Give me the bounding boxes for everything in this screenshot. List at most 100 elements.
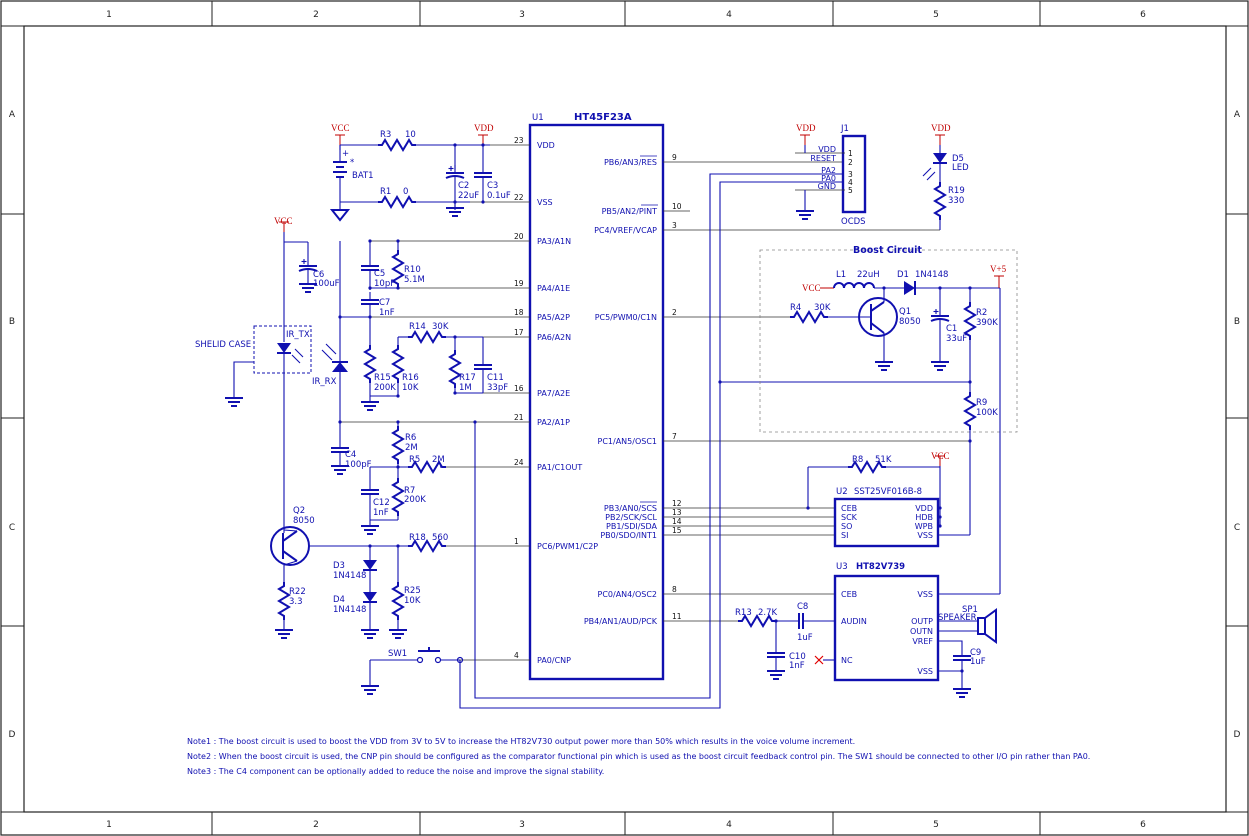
c5-value: 10pF [374,279,395,289]
c8-value: 1uF [797,633,813,643]
u1-pin-name: PA5/A2P [537,313,570,322]
vcc-label-ir: VCC [274,216,293,226]
svg-text:*: * [350,158,354,168]
r6-ref: R6 [405,433,416,443]
row-a-label: A [9,110,16,120]
u1-pin-number: 4 [514,651,519,660]
u1-pin-number: 16 [514,384,524,393]
r1-ref: R1 [380,187,391,197]
r19-ref: R19 [948,186,965,196]
svg-text:+: + [342,149,349,159]
u1-pin-number: 22 [514,193,524,202]
c5-ref: C5 [374,269,385,279]
col-6-label: 6 [1140,10,1146,20]
ir-rx-label: IR_RX [312,377,337,387]
ir-tx-label: IR_TX [286,330,310,340]
u1-pin-name: PC5/PWM0/C1N [595,313,657,322]
note-1: Note1 : The boost circuit is used to boo… [187,737,855,746]
l1-ref: L1 [836,270,846,280]
u2-right-pin: HDB [915,513,933,522]
row-c-label: C [9,523,15,533]
c10-ref: C10 [789,652,806,662]
col-5-label: 5 [933,10,939,20]
r1-value: 0 [403,187,408,197]
note-2: Note2 : When the boost circuit is used, … [187,752,1090,761]
d3-ref: D3 [333,561,345,571]
vdd-label: VDD [474,123,494,133]
d4-value: 1N4148 [333,605,366,615]
row-d-label-right: D [1234,730,1241,740]
r7-value: 200K [404,495,426,505]
u1-pin-name: PC0/AN4/OSC2 [598,590,658,599]
u1-pin-number: 3 [672,221,677,230]
u1-pin-name: PB2/SCK/SCL [605,513,657,522]
r4-ref: R4 [790,303,801,313]
u3-left-pin: NC [841,656,853,665]
r3-value: 10 [405,130,416,140]
u3-right-pin: VREF [912,637,933,646]
power-section: VCC VDD R3 10 + * BAT1 R1 0 C2 22uF [329,123,511,222]
c8-ref: C8 [797,602,808,612]
r6-value: 2M [405,443,418,453]
j1-pin-number: 1 [848,149,853,158]
u1-microcontroller[interactable]: U1 HT45F23A VDD23VSS22PA3/A1N20PA4/A1E19… [340,112,970,681]
d5-ref: D5 [952,154,964,164]
ir-section: VCC C6 100uF SHELID CASE IR_TX IR_RX [195,216,348,530]
sw1-button[interactable]: SW1 [360,647,464,695]
j1-ref: J1 [840,124,849,134]
vdd-label-j1: VDD [796,123,816,133]
u1-pin-name: PC4/VREF/VCAP [594,226,657,235]
u1-pin-number: 8 [672,585,677,594]
r4-value: 30K [814,303,831,313]
vcc-label-u2: VCC [931,451,950,461]
u1-pin-number: 10 [672,202,682,211]
r16-ref: R16 [402,373,419,383]
vcc-label: VCC [331,123,350,133]
r15-value: 200K [374,383,396,393]
j1-signal-label: RESET [810,154,836,163]
led-d5: VDD D5 LED R19 330 [922,123,969,230]
q2-ref: Q2 [293,506,305,516]
u1-pin-name: VDD [537,141,555,150]
u1-pin-name: PB0/SDO/INT1 [600,531,657,540]
u1-pin-number: 18 [514,308,524,317]
l1-value: 22uH [857,270,880,280]
u3-audio-amp[interactable]: U3 HT82V739 CEBAUDINNCVSSOUTPOUTNVREFVSS… [735,562,1000,698]
c7-value: 1nF [379,308,395,318]
d1-ref: D1 [897,270,909,280]
routing-wires [459,173,970,709]
q1-ref: Q1 [899,307,911,317]
c3-value: 0.1uF [487,191,511,201]
u1-pin-name: PA6/A2N [537,333,571,342]
boost-title: Boost Circuit [853,245,922,256]
u2-right-pin: WPB [915,522,933,531]
sw1-ref: SW1 [388,649,407,659]
shield-case-label: SHELID CASE [195,340,251,350]
r14-value: 30K [432,322,449,332]
r8-value: 51K [875,455,892,465]
u1-pin-name: PA4/A1E [537,284,570,293]
notes: Note1 : The boost circuit is used to boo… [187,737,1090,776]
u3-right-pin: VSS [917,590,933,599]
col-4-label-bottom: 4 [726,820,732,830]
sp1-value: SPEAKER [938,613,977,623]
c1-value: 33uF [946,334,967,344]
u2-part: SST25VF016B-8 [854,487,922,497]
r17-ref: R17 [459,373,476,383]
u3-right-pin: OUTN [910,627,933,636]
u1-pin-number: 20 [514,232,524,241]
u1-pin-number: 19 [514,279,524,288]
u1-pin-number: 15 [672,526,682,535]
u1-pin-name: PB3/AN0/SCS [604,504,657,513]
u3-left-pin: AUDIN [841,617,867,626]
row-b-label-right: B [1234,317,1240,327]
row-b-label: B [9,317,15,327]
vdd-label-led: VDD [931,123,951,133]
c3-ref: C3 [487,181,498,191]
d3-value: 1N4148 [333,571,366,581]
u1-pin-name: PC6/PWM1/C2P [537,542,598,551]
c4-ref: C4 [345,450,356,460]
